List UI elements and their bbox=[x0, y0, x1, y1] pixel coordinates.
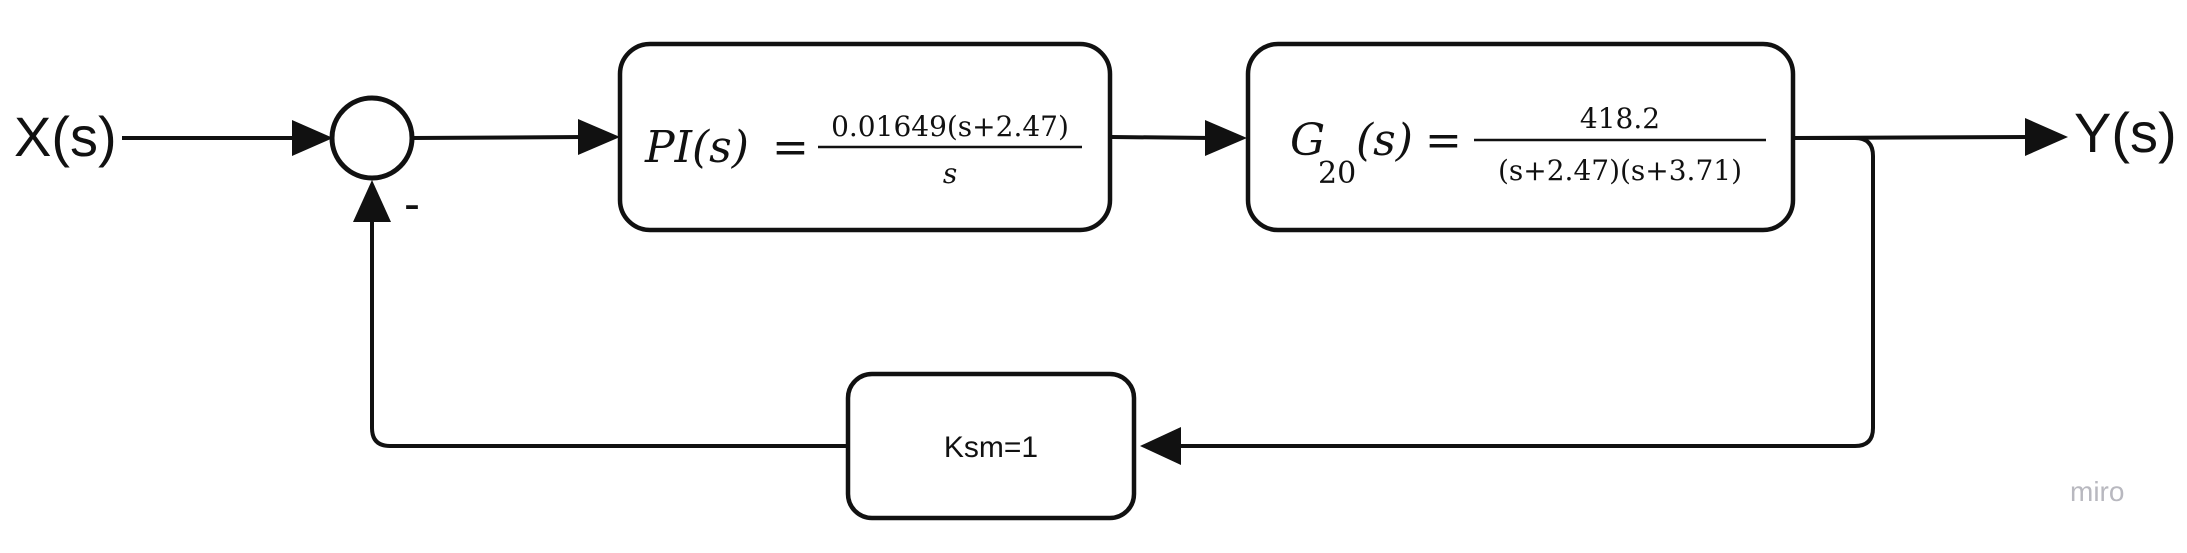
pi-controller-block bbox=[617, 41, 1113, 233]
miro-watermark: miro bbox=[2070, 476, 2124, 507]
plant-equals-sign: = bbox=[1425, 115, 1462, 166]
plant-numerator: 418.2 bbox=[1580, 102, 1660, 135]
plant-lhs-subscript: 20 bbox=[1318, 156, 1356, 191]
summing-minus-sign: - bbox=[404, 178, 420, 231]
plant-lhs-arg: (s) bbox=[1356, 115, 1413, 166]
feedback-path-to-block bbox=[1176, 136, 1875, 448]
feedback-block-arrowhead bbox=[1140, 427, 1181, 465]
plant-block bbox=[1245, 41, 1796, 233]
input-label: X(s) bbox=[14, 105, 117, 168]
feedback-junction-arrowhead bbox=[353, 180, 391, 222]
pi-equals-sign: = bbox=[772, 122, 809, 173]
pi-lhs-arg: (s) bbox=[692, 122, 749, 173]
feedback-path-to-junction bbox=[370, 218, 848, 448]
plant-denominator: (s+2.47)(s+3.71) bbox=[1498, 154, 1742, 187]
junction-to-pi-arrowhead bbox=[578, 119, 620, 155]
output-arrowhead bbox=[2025, 118, 2068, 156]
pi-denominator: s bbox=[943, 157, 957, 190]
pi-lhs-name: PI bbox=[644, 122, 694, 173]
input-arrowhead bbox=[292, 120, 333, 156]
pi-to-plant-line bbox=[1111, 135, 1213, 140]
summing-junction bbox=[329, 95, 415, 181]
junction-to-pi-line bbox=[411, 135, 586, 140]
output-label: Y(s) bbox=[2074, 101, 2177, 164]
svg-text:PI(s): PI(s) bbox=[644, 122, 749, 173]
plant-lhs-name: G bbox=[1290, 115, 1325, 166]
pi-to-plant-arrowhead bbox=[1205, 120, 1247, 156]
plant-equation: G 20 (s) = 418.2 (s+2.47)(s+3.71) bbox=[1290, 102, 1766, 191]
pi-numerator: 0.01649(s+2.47) bbox=[831, 110, 1069, 143]
pi-equation: PI(s) = 0.01649(s+2.47) s bbox=[644, 110, 1082, 190]
feedback-block-label: Ksm=1 bbox=[944, 431, 1038, 464]
